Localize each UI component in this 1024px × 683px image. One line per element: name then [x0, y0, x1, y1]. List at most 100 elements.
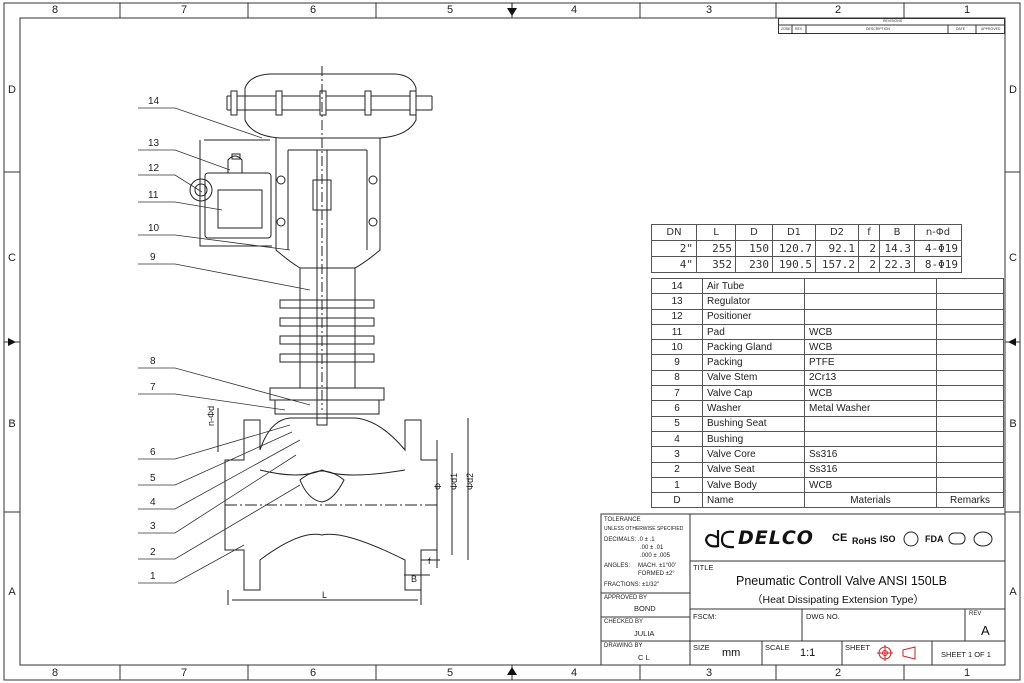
- callout-11: 11: [148, 190, 159, 201]
- zone-left-D: D: [8, 84, 16, 96]
- zone-top-4: 4: [570, 4, 578, 16]
- decimals-2: .00 ± .01: [640, 545, 664, 551]
- callout-3: 3: [150, 521, 156, 532]
- zone-right-C: C: [1009, 252, 1017, 264]
- tolerance-label: TOLERANCE: [604, 517, 641, 523]
- zone-left-B: B: [8, 418, 16, 430]
- dim-cell: 255: [696, 240, 736, 257]
- rev-col-date: DATE: [956, 27, 966, 31]
- zone-top-5: 5: [446, 4, 454, 16]
- dim-cell: 120.7: [772, 240, 816, 257]
- rev-col-zone: ZONE: [781, 27, 791, 31]
- decimals-3: .000 ± .005: [640, 553, 670, 559]
- zone-bottom-7: 7: [180, 667, 188, 679]
- decimals-1: .0 ± .1: [638, 537, 655, 543]
- zone-right-A: A: [1009, 586, 1017, 598]
- zone-top-1: 1: [963, 4, 971, 16]
- dimension-row: 2" 255 150 120.7 92.1 2 14.3 4-Φ19: [651, 240, 962, 257]
- zone-right-D: D: [1009, 84, 1017, 96]
- dim-cell: 190.5: [772, 256, 816, 273]
- callout-1: 1: [150, 571, 156, 582]
- callout-4: 4: [150, 497, 156, 508]
- certification-badges-icon: [903, 531, 993, 547]
- delco-logo-icon: [704, 530, 735, 549]
- zone-bottom-5: 5: [446, 667, 454, 679]
- sheet-label: SHEET: [845, 643, 871, 652]
- dim-L: L: [322, 590, 327, 600]
- approved-by-label: APPROVED BY: [604, 595, 648, 601]
- zone-left-A: A: [8, 586, 16, 598]
- decimals-label: DECIMALS:: [604, 537, 637, 543]
- drawing-by-value: C L: [638, 653, 650, 662]
- zone-top-3: 3: [705, 4, 713, 16]
- dim-cell: 8-Φ19: [914, 256, 962, 273]
- dim-phi-d1: Φd1: [449, 473, 459, 490]
- fda-mark: FDA: [925, 534, 944, 544]
- brand-name: DELCO: [738, 527, 814, 549]
- dim-cell: 2: [858, 256, 880, 273]
- rev-col-rev: REV: [795, 27, 803, 31]
- callout-9: 9: [150, 252, 156, 263]
- zone-bottom-8: 8: [51, 667, 59, 679]
- zone-bottom-6: 6: [309, 667, 317, 679]
- dim-cell: 157.2: [815, 256, 859, 273]
- callout-14: 14: [148, 96, 160, 107]
- drawing-subtitle: （Heat Dissipating Extension Type）: [752, 594, 924, 606]
- scale-label: SCALE: [765, 643, 790, 652]
- parts-header-row: D Name Materials Remarks: [651, 492, 1004, 509]
- checked-by-value: JULIA: [634, 629, 655, 638]
- approved-by-value: BOND: [634, 604, 656, 613]
- drawing-by-label: DRAWING BY: [604, 643, 643, 649]
- zone-bottom-3: 3: [705, 667, 713, 679]
- parts-col-materials: Materials: [804, 492, 937, 509]
- rohs-mark: RoHS: [852, 536, 877, 546]
- dim-cell: 4": [651, 256, 697, 273]
- unless-specified-label: UNLESS OTHERWISE SPECIFIED: [604, 526, 684, 532]
- title-label: TITLE: [693, 563, 714, 572]
- zone-top-7: 7: [180, 4, 188, 16]
- zone-top-6: 6: [309, 4, 317, 16]
- dim-B: B: [411, 574, 417, 584]
- ce-mark: CE: [832, 532, 848, 544]
- callout-8: 8: [150, 356, 156, 367]
- drawing-title: Pneumatic Controll Valve ANSI 150LB: [736, 574, 947, 588]
- callout-13: 13: [148, 138, 160, 149]
- checked-by-label: CHECKED BY: [604, 619, 644, 625]
- callout-5: 5: [150, 473, 156, 484]
- dimension-table: DN L D D1 D2 f B n-Φd 2" 255 150 120.7 9…: [651, 224, 962, 273]
- rev-value: A: [981, 623, 990, 638]
- rev-col-description: DESCRIPTION: [866, 27, 890, 31]
- angles-1: MACH. ±1°00': [638, 563, 676, 569]
- dim-phi-d2: Φd2: [465, 473, 475, 490]
- zone-right-B: B: [1009, 418, 1017, 430]
- projection-symbol-icon: [877, 645, 916, 661]
- size-label: SIZE: [693, 643, 710, 652]
- callout-7: 7: [150, 382, 156, 393]
- zone-top-2: 2: [834, 4, 842, 16]
- fscm-label: FSCM:: [693, 612, 717, 621]
- dim-n-phi-d: n-Φd: [206, 406, 216, 426]
- callout-6: 6: [150, 447, 156, 458]
- dim-col-nphid: n-Φd: [914, 224, 962, 241]
- rev-col-approved: APPROVED: [981, 27, 1001, 31]
- zone-bottom-2: 2: [834, 667, 842, 679]
- angles-2: FORMED ±2°: [638, 571, 675, 577]
- dim-f: f: [428, 556, 431, 566]
- zone-left-C: C: [8, 252, 16, 264]
- rev-label: REV: [969, 611, 982, 617]
- callout-12: 12: [148, 163, 160, 174]
- scale-value: 1:1: [800, 647, 816, 659]
- revisions-block: REVISIONS ZONE REV DESCRIPTION DATE APPR…: [778, 18, 1005, 34]
- parts-col-remarks: Remarks: [936, 492, 1004, 509]
- dim-cell: 14.3: [879, 240, 915, 257]
- zone-bottom-4: 4: [570, 667, 578, 679]
- dwg-no-label: DWG NO.: [806, 612, 840, 621]
